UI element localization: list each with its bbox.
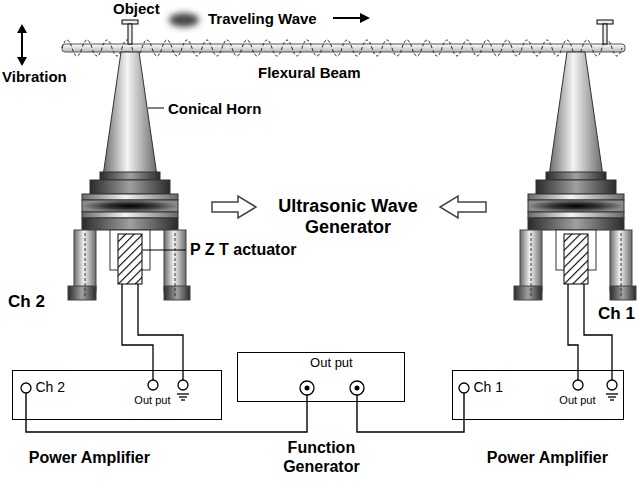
leader-line [142, 250, 186, 251]
terminal-label: Out put [134, 394, 170, 407]
hollow-arrow [440, 196, 486, 218]
signal-wire [357, 402, 464, 432]
object-t [122, 20, 138, 24]
signal-wire [26, 402, 307, 432]
wire-stub [463, 393, 464, 420]
terminal-label: Out put [310, 356, 353, 371]
wire [568, 284, 578, 380]
ground-symbol [181, 399, 185, 400]
moving-object [169, 13, 199, 27]
object-t [128, 24, 132, 44]
terminal-label: Out put [559, 394, 595, 407]
ultrasonic-generator-right [514, 52, 636, 300]
function-generator-box: Out putFunction Generator [237, 352, 405, 402]
ground-symbol [608, 396, 616, 397]
input-terminal [21, 383, 31, 393]
part-label: Ch 1 [598, 304, 635, 324]
output-terminal [148, 380, 158, 390]
leader-line [148, 108, 164, 109]
part-label: Ch 2 [8, 292, 45, 312]
wire-stub [306, 395, 307, 402]
part-label: Vibration [2, 68, 67, 85]
input-terminal [459, 383, 469, 393]
part-label: Traveling Wave [208, 10, 317, 27]
vibration-arrow [21, 30, 23, 60]
part-label: Object [113, 0, 160, 17]
ground-symbol [177, 393, 189, 394]
output-terminal [300, 381, 314, 395]
vibration-arrowhead [17, 57, 27, 66]
ultrasonic-generator-left [68, 52, 190, 300]
vibration-arrowhead [17, 24, 27, 33]
amplifier-box: Ch 1Out putPower Amplifier [452, 370, 624, 420]
ground-terminal [178, 380, 188, 390]
object-t [597, 20, 613, 24]
amplifier-box: Ch 2Out putPower Amplifier [12, 370, 222, 420]
direction-arrowhead [360, 13, 370, 23]
channel-label: Ch 2 [35, 379, 65, 395]
part-label: Flexural Beam [258, 64, 361, 81]
ground-terminal [607, 380, 617, 390]
terminal-core [355, 386, 360, 391]
device-name: Function Generator [271, 439, 371, 476]
wire-stub [25, 393, 26, 420]
output-terminal [573, 380, 583, 390]
direction-arrow [333, 17, 362, 19]
wire [584, 284, 612, 380]
traveling-wave [62, 40, 622, 56]
wire-stub [356, 395, 357, 402]
part-label: Conical Horn [168, 100, 261, 117]
ground-symbol [179, 396, 187, 397]
ground-symbol [606, 393, 618, 394]
device-name: Power Amplifier [29, 449, 150, 467]
channel-label: Ch 1 [473, 379, 503, 395]
device-name: Power Amplifier [487, 449, 608, 467]
ground-symbol [610, 399, 614, 400]
output-terminal [350, 381, 364, 395]
hollow-arrow [212, 196, 256, 218]
wire [138, 284, 183, 380]
part-label: P Z T actuator [190, 241, 296, 259]
part-label: Ultrasonic Wave Generator [260, 196, 436, 237]
terminal-core [305, 386, 310, 391]
object-t [603, 24, 607, 44]
